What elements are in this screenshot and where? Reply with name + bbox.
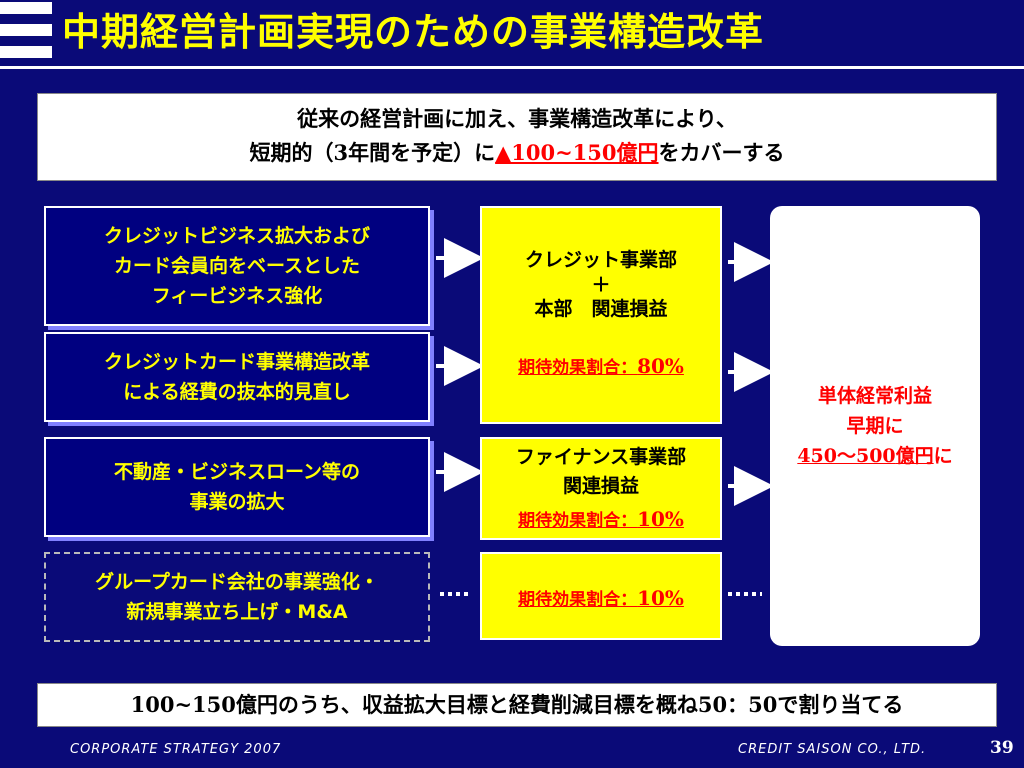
- page-title: 中期経営計画実現のための事業構造改革: [62, 10, 765, 54]
- footer-right: CREDIT SAISON CO., LTD.: [738, 742, 927, 757]
- summary-box: 100~150億円のうち、収益拡大目標と経費削減目標を概ね50：50で割り当てる: [37, 683, 997, 727]
- result-box: 単体経常利益 早期に 450～500億円に: [770, 206, 980, 646]
- logo: [0, 0, 52, 64]
- segment-box-group: 期待効果割合：10%: [480, 552, 722, 640]
- initiative-box-2: クレジットカード事業構造改革 による経費の抜本的見直し: [44, 332, 430, 422]
- segment-box-finance: ファイナンス事業部 関連損益 期待効果割合：10%: [480, 437, 722, 540]
- segment-box-credit: クレジット事業部 ＋ 本部 関連損益 期待効果割合：80%: [480, 206, 722, 424]
- initiative-box-1: クレジットビジネス拡大および カード会員向をベースとした フィービジネス強化: [44, 206, 430, 326]
- intro-box: 従来の経営計画に加え、事業構造改革により、 短期的（3年間を予定）に▲100~1…: [37, 93, 997, 181]
- effect-ratio-group: 期待効果割合：10%: [518, 586, 684, 610]
- initiative-box-3: 不動産・ビジネスローン等の 事業の拡大: [44, 437, 430, 537]
- footer-left: CORPORATE STRATEGY 2007: [70, 742, 282, 757]
- effect-ratio-finance: 期待効果割合：10%: [518, 507, 684, 531]
- page-number: 39: [990, 738, 1014, 758]
- initiative-box-4: グループカード会社の事業強化・ 新規事業立ち上げ・M&A: [44, 552, 430, 642]
- intro-line-1: 従来の経営計画に加え、事業構造改革により、: [297, 107, 737, 131]
- effect-ratio-credit: 期待効果割合：80%: [518, 354, 684, 378]
- title-divider: [0, 66, 1024, 69]
- target-amount: ▲100~150億円: [495, 140, 659, 165]
- intro-line-2: 短期的（3年間を予定）に▲100~150億円をカバーする: [249, 140, 785, 165]
